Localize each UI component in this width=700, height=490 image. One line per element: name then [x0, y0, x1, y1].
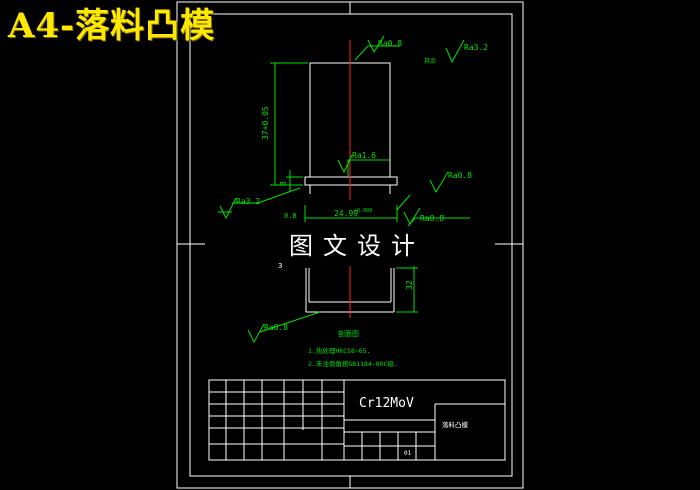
roughness-r4: Ra0.8 [448, 171, 472, 180]
bottom-small-dim: 3 [278, 262, 283, 270]
rotated-dim-text: 37+0.05 3 32 [261, 106, 414, 290]
material-label: Cr12MoV [359, 396, 414, 411]
flange-width-dim: 24.99 [334, 209, 358, 218]
punch-body [304, 62, 398, 194]
title-block [208, 379, 506, 461]
roughness-r2: Ra3.2 [464, 43, 488, 52]
side-small-dim: 0.8 [284, 212, 297, 220]
watermark: 图文设计 [262, 226, 452, 266]
note-1: 1.热处理HRC58~65. [308, 346, 371, 355]
roughness-r3: Ra1.6 [352, 151, 376, 160]
note-2: 2.未注倒角按GB1184-80C级. [308, 359, 398, 368]
flange-width-tol: +0.009 [354, 208, 372, 214]
roughness-r7: Ra0.8 [264, 323, 288, 332]
dimension-text: Ra0.8 Ra3.2 其余 Ra1.6 Ra0.8 Ra3.2 Ra0.8 R… [236, 39, 488, 368]
roughness-symbols [219, 35, 465, 344]
roughness-r6: Ra0.8 [420, 214, 444, 223]
overlay-title: A4-落料凸模 [8, 6, 216, 46]
vertical-height-dim: 37+0.05 [261, 106, 270, 140]
part-name-label: 落料凸模 [442, 420, 469, 429]
centering-marks [177, 2, 523, 488]
roughness-r5: Ra3.2 [236, 197, 260, 206]
flange-height-dim: 3 [279, 181, 288, 186]
view-label: 剖面图 [338, 329, 359, 338]
dimension-lines [218, 45, 470, 333]
roughness-prefix: 其余 [424, 57, 436, 65]
lower-height-dim: 32 [405, 280, 414, 290]
inner-frame [189, 13, 513, 477]
roughness-r1: Ra0.8 [378, 39, 402, 48]
scale-label: 01 [404, 450, 412, 457]
